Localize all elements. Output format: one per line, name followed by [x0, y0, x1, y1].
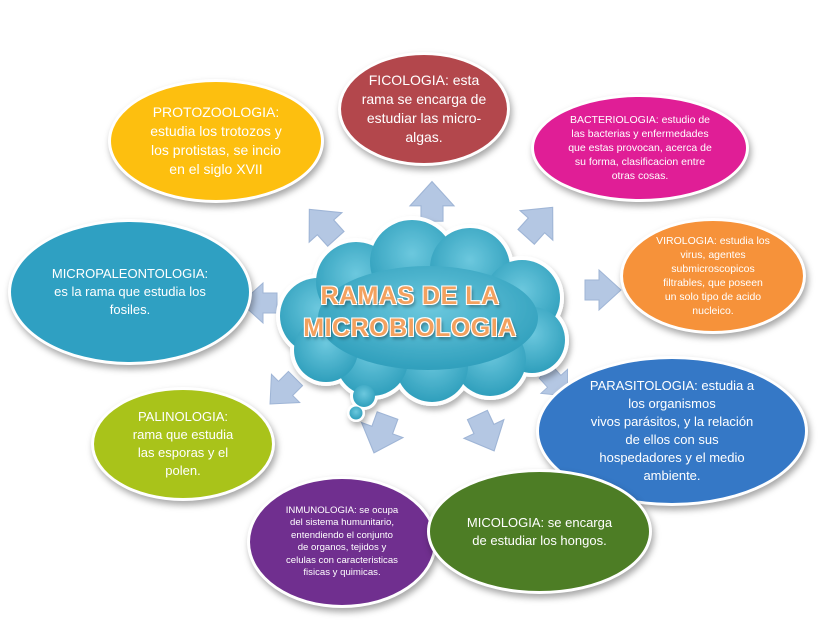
node-virologia: VIROLOGIA: estudia los virus, agentes su… [620, 218, 806, 334]
node-parasitologia-text: PARASITOLOGIA: estudia a los organismos … [589, 378, 755, 483]
node-inmunologia-text: INMUNOLOGIA: se ocupa del sistema humuni… [285, 504, 399, 579]
node-micologia: MICOLOGIA: se encarga de estudiar los ho… [427, 469, 652, 594]
center-title: RAMAS DE LA MICROBIOLOGIA [303, 282, 517, 342]
node-micropaleontologia: MICROPALEONTOLOGIA: es la rama que estud… [8, 219, 252, 365]
node-virologia-text: VIROLOGIA: estudia los virus, agentes su… [656, 235, 770, 317]
node-palinologia: PALINOLOGIA: rama que estudia las espora… [91, 387, 275, 501]
node-parasitologia: PARASITOLOGIA: estudia a los organismos … [536, 356, 808, 506]
arrow-to-virologia [584, 269, 622, 311]
arrow-to-ficologia [409, 181, 455, 222]
node-bacteriologia-text: BACTERIOLOGIA: estudio de las bacterias … [568, 114, 712, 182]
node-micologia-text: MICOLOGIA: se encarga de estudiar los ho… [466, 514, 613, 548]
node-ficologia: FICOLOGIA: esta rama se encarga de estud… [338, 52, 510, 166]
arrow-to-bacteriologia [509, 192, 570, 253]
node-bacteriologia: BACTERIOLOGIA: estudio de las bacterias … [531, 94, 749, 202]
node-palinologia-text: PALINOLOGIA: rama que estudia las espora… [132, 409, 234, 478]
node-micropaleontologia-text: MICROPALEONTOLOGIA: es la rama que estud… [51, 266, 209, 317]
node-protozoologia: PROTOZOOLOGIA: estudia los trotozos y lo… [108, 79, 324, 203]
node-protozoologia-text: PROTOZOOLOGIA: estudia los trotozos y lo… [150, 104, 282, 177]
node-ficologia-text: FICOLOGIA: esta rama se encarga de estud… [361, 72, 487, 145]
arrow-to-micologia [456, 405, 515, 461]
node-inmunologia: INMUNOLOGIA: se ocupa del sistema humuni… [247, 476, 437, 608]
center-cloud-shape [276, 216, 569, 422]
